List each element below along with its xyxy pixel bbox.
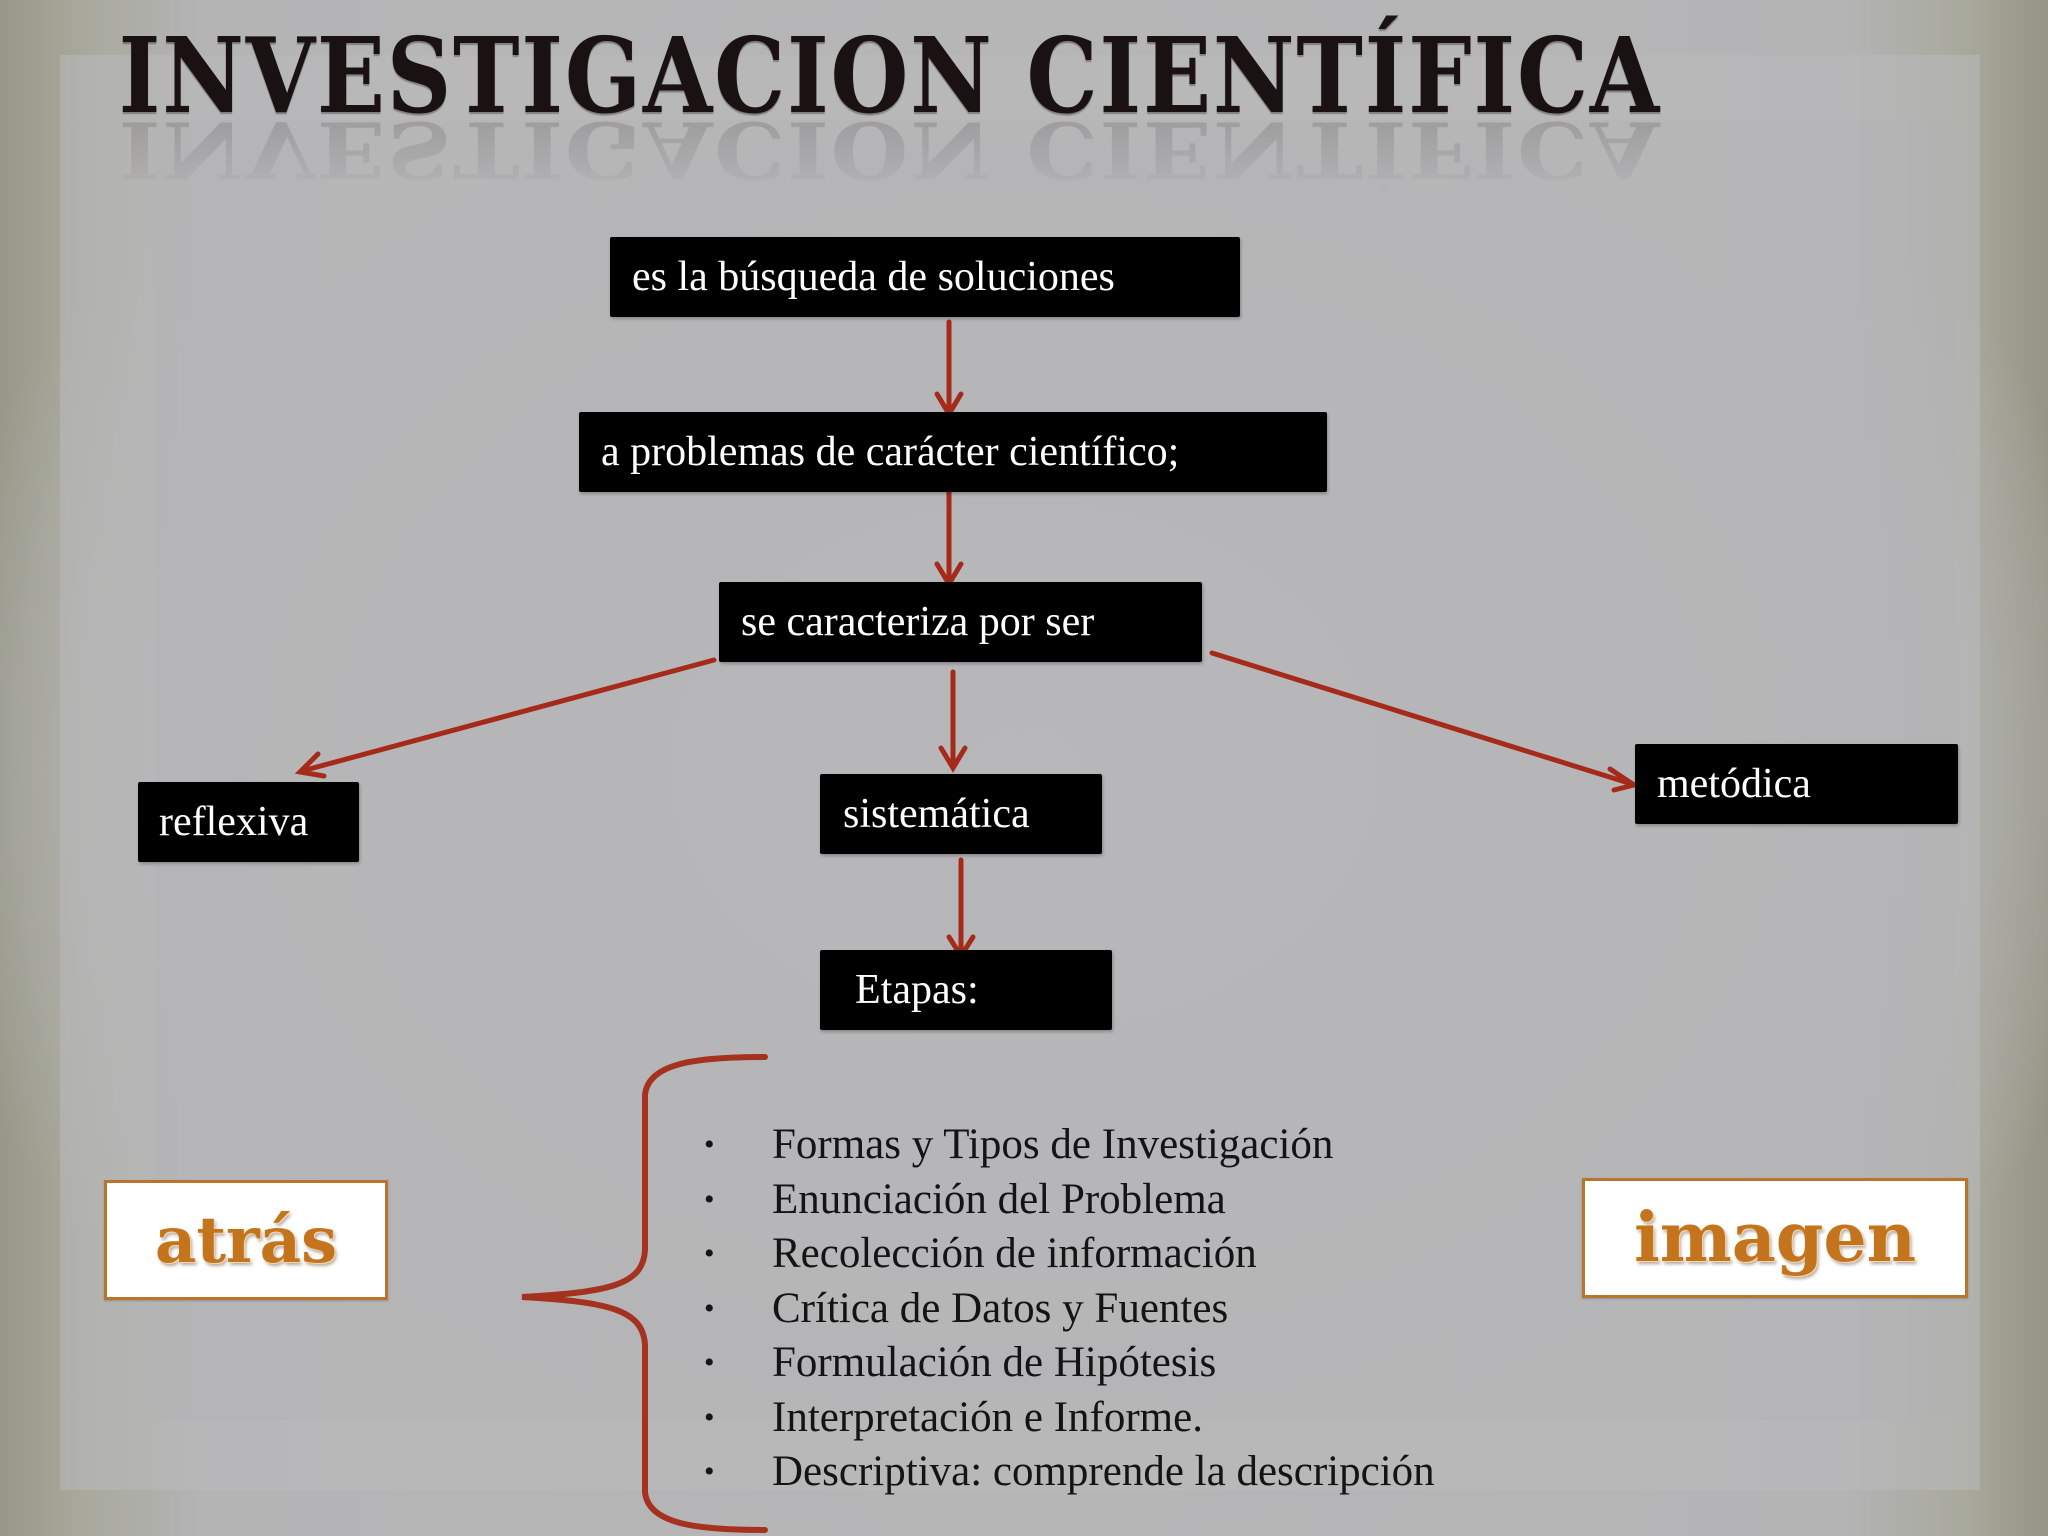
node-sistematica-text: sistemática	[843, 791, 1030, 837]
node-etapas-text: Etapas:	[855, 967, 979, 1013]
bullet-icon: •	[704, 1182, 715, 1216]
node-etapas: Etapas:	[820, 950, 1112, 1030]
etapas-brace	[521, 1054, 768, 1533]
back-button[interactable]: atrás	[104, 1180, 388, 1300]
node-definition-text: es la búsqueda de soluciones	[632, 254, 1115, 300]
etapas-item: •Enunciación del Problema	[700, 1173, 1435, 1228]
node-metodica-text: metódica	[1657, 761, 1811, 807]
bullet-icon: •	[704, 1291, 715, 1325]
bullet-icon: •	[704, 1455, 715, 1488]
etapas-item: •Crítica de Datos y Fuentes	[700, 1282, 1435, 1337]
arrow-characterized-to-metodica	[1209, 650, 1635, 787]
etapas-item: •Formas y Tipos de Investigación	[700, 1118, 1435, 1173]
bullet-icon: •	[704, 1237, 715, 1270]
node-metodica: metódica	[1635, 744, 1958, 824]
node-problems: a problemas de carácter científico;	[579, 412, 1327, 492]
node-characterized-text: se caracteriza por ser	[741, 599, 1095, 645]
node-reflexiva: reflexiva	[138, 782, 359, 862]
node-sistematica: sistemática	[820, 774, 1102, 854]
etapas-item: •Formulación de Hipótesis	[700, 1336, 1435, 1391]
image-button[interactable]: imagen	[1582, 1178, 1968, 1298]
etapas-item: •Interpretación e Informe.	[700, 1391, 1435, 1446]
slide-title: INVESTIGACION CIENTÍFICA	[118, 14, 1661, 137]
bullet-icon: •	[704, 1346, 715, 1379]
image-button-label: imagen	[1633, 1198, 1917, 1278]
node-characterized: se caracteriza por ser	[719, 582, 1202, 662]
node-problems-text: a problemas de carácter científico;	[601, 429, 1180, 475]
etapas-item: •Recolección de información	[700, 1227, 1435, 1282]
etapas-list: •Formas y Tipos de Investigación •Enunci…	[700, 1118, 1435, 1500]
back-button-label: atrás	[154, 1202, 338, 1278]
bullet-icon: •	[704, 1400, 715, 1434]
node-reflexiva-text: reflexiva	[159, 799, 309, 845]
etapas-item: •Descriptiva: comprende la descripción	[700, 1445, 1435, 1500]
bullet-icon: •	[704, 1128, 715, 1161]
arrow-characterized-to-reflexiva	[299, 657, 717, 774]
node-definition: es la búsqueda de soluciones	[610, 237, 1240, 317]
